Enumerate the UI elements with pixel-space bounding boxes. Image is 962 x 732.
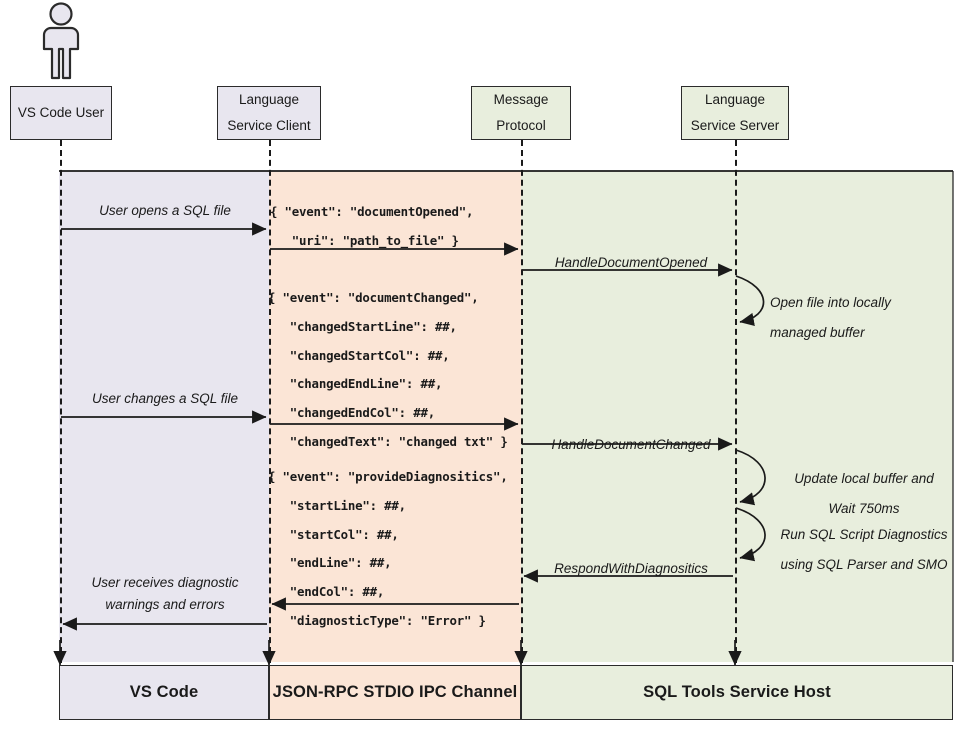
note-update-buffer-wait: Update local buffer and Wait 750ms xyxy=(770,464,958,524)
band-ipc xyxy=(269,171,521,662)
note-run-sql-script-diagnostics: Run SQL Script Diagnostics using SQL Par… xyxy=(768,520,960,580)
note-line2: using SQL Parser and SMO xyxy=(780,556,948,572)
footer-vs-code[interactable]: VS Code xyxy=(59,665,269,720)
band-host xyxy=(521,171,953,662)
participant-message-protocol[interactable]: Message Protocol xyxy=(471,86,571,140)
participant-language-service-client[interactable]: Language Service Client xyxy=(217,86,321,140)
lifeline-language-service-client xyxy=(269,140,271,663)
participant-label-line1: VS Code User xyxy=(17,104,105,120)
participant-label-line1: Language xyxy=(238,91,300,107)
note-line2: Wait 750ms xyxy=(828,500,900,516)
participant-label-line2: Service Server xyxy=(690,118,780,133)
note-line1: Run SQL Script Diagnostics xyxy=(780,527,948,542)
note-open-file-into-buffer: Open file into locally managed buffer xyxy=(770,288,960,348)
message-label-user-receives-diagnostics: User receives diagnostic warnings and er… xyxy=(62,572,268,616)
note-line2: managed buffer xyxy=(770,324,865,340)
message-label-handle-document-changed: HandleDocumentChanged xyxy=(551,437,711,452)
message-label-line1: User receives diagnostic xyxy=(91,575,239,590)
note-line1: Open file into locally xyxy=(770,295,891,310)
message-label-handle-document-opened: HandleDocumentOpened xyxy=(554,255,708,270)
lifeline-message-protocol xyxy=(521,140,523,663)
lifeline-language-service-server xyxy=(735,140,737,663)
participant-label-line1: Message xyxy=(493,91,549,107)
participant-vs-code-user[interactable]: VS Code User xyxy=(10,86,112,140)
message-label-user-opens-sql-file: User opens a SQL file xyxy=(99,203,231,218)
note-line1: Update local buffer and xyxy=(794,471,934,486)
footer-json-rpc-channel[interactable]: JSON-RPC STDIO IPC Channel xyxy=(269,665,521,720)
participant-label-line2: Service Client xyxy=(227,118,311,133)
payload-document-opened: { "event": "documentOpened", "uri": "pat… xyxy=(270,204,474,248)
payload-provide-diagnostics: { "event": "provideDiagnositics", "start… xyxy=(268,469,508,628)
payload-document-changed: { "event": "documentChanged", "changedSt… xyxy=(268,290,508,449)
participant-label-line1: Language xyxy=(704,91,766,107)
message-label-user-changes-sql-file: User changes a SQL file xyxy=(91,391,239,406)
participant-language-service-server[interactable]: Language Service Server xyxy=(681,86,789,140)
lifeline-vs-code-user xyxy=(60,140,62,663)
message-label-line2: warnings and errors xyxy=(105,596,225,612)
message-label-respond-with-diagnostics: RespondWithDiagnositics xyxy=(554,561,708,576)
vs-code-user-actor xyxy=(30,2,92,80)
footer-sql-tools-service-host[interactable]: SQL Tools Service Host xyxy=(521,665,953,720)
participant-label-line2: Protocol xyxy=(496,118,546,133)
